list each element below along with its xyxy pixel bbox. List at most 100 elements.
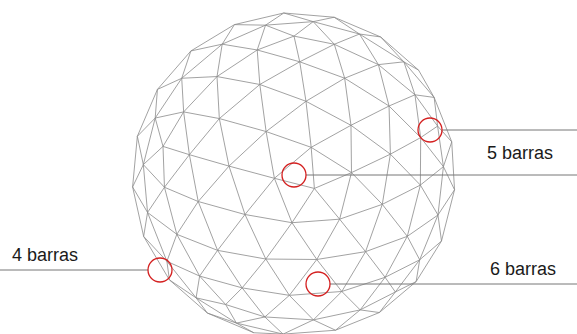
- strut: [407, 185, 420, 236]
- strut: [390, 138, 420, 155]
- strut: [382, 154, 390, 204]
- strut: [345, 65, 379, 79]
- strut: [242, 288, 265, 317]
- strut: [217, 77, 260, 85]
- strut: [167, 234, 177, 261]
- strut: [289, 295, 313, 320]
- strut: [182, 51, 191, 78]
- strut: [265, 317, 283, 334]
- strut: [300, 44, 335, 62]
- strut: [420, 138, 421, 185]
- strut: [196, 276, 200, 298]
- strut: [266, 22, 314, 26]
- strut: [289, 259, 316, 295]
- strut: [381, 37, 419, 70]
- strut: [196, 298, 207, 313]
- strut: [360, 277, 385, 310]
- strut: [182, 77, 217, 79]
- strut: [257, 36, 294, 50]
- strut: [222, 25, 234, 45]
- strut: [340, 219, 366, 251]
- strut: [222, 44, 257, 50]
- strut: [350, 125, 352, 172]
- strut: [217, 77, 219, 119]
- strut: [226, 288, 243, 305]
- strut: [306, 101, 311, 147]
- strut: [407, 236, 419, 259]
- strut: [234, 24, 265, 26]
- strut: [266, 132, 311, 148]
- strut: [311, 147, 314, 188]
- leader-line: [330, 284, 577, 285]
- strut: [300, 62, 345, 78]
- strut: [342, 291, 360, 309]
- strut: [334, 44, 344, 78]
- strut: [245, 178, 274, 214]
- strut: [257, 50, 260, 85]
- strut: [189, 119, 219, 155]
- strut: [143, 165, 164, 188]
- joint-marker: [306, 272, 330, 296]
- strut: [359, 34, 378, 65]
- strut: [137, 89, 157, 136]
- strut: [219, 119, 266, 132]
- strut: [200, 250, 218, 276]
- strut: [164, 187, 198, 201]
- strut: [317, 252, 366, 260]
- strut: [169, 280, 196, 298]
- strut: [200, 276, 226, 304]
- strut: [351, 154, 390, 172]
- strut: [245, 215, 292, 223]
- strut: [334, 17, 380, 37]
- strut: [419, 70, 435, 97]
- strut: [313, 22, 334, 45]
- strut: [257, 25, 265, 50]
- strut: [420, 167, 443, 185]
- strut: [155, 118, 163, 146]
- strut: [345, 78, 351, 125]
- strut: [182, 78, 184, 112]
- strut: [189, 155, 198, 202]
- strut: [351, 125, 390, 154]
- strut: [351, 173, 382, 205]
- strut: [382, 204, 407, 236]
- strut: [334, 34, 359, 44]
- leader-lines: [0, 130, 577, 284]
- strut: [334, 17, 359, 34]
- strut: [283, 320, 313, 334]
- strut: [345, 78, 389, 106]
- strut: [294, 36, 300, 62]
- strut: [292, 223, 317, 260]
- strut: [266, 259, 290, 295]
- strut: [289, 291, 341, 295]
- strut: [342, 252, 366, 292]
- strut: [133, 187, 144, 236]
- strut: [163, 146, 164, 187]
- strut: [314, 188, 339, 219]
- strut: [157, 51, 190, 89]
- strut: [229, 166, 245, 214]
- strut: [420, 241, 442, 260]
- strut: [443, 142, 451, 167]
- strut: [438, 167, 443, 215]
- strut: [284, 13, 334, 17]
- strut: [265, 295, 289, 317]
- strut: [385, 236, 407, 277]
- strut: [265, 317, 314, 320]
- strut: [317, 219, 340, 259]
- joint-marker: [282, 163, 306, 187]
- strut: [242, 259, 266, 288]
- strut: [148, 212, 167, 261]
- strut: [438, 215, 442, 241]
- strut: [191, 44, 222, 51]
- strut: [169, 280, 207, 313]
- strut: [245, 215, 266, 260]
- strut: [300, 62, 306, 101]
- strut: [266, 259, 317, 260]
- strut: [351, 106, 389, 125]
- strut: [266, 25, 294, 36]
- strut: [421, 126, 438, 137]
- strut: [234, 13, 283, 25]
- strut: [266, 223, 292, 259]
